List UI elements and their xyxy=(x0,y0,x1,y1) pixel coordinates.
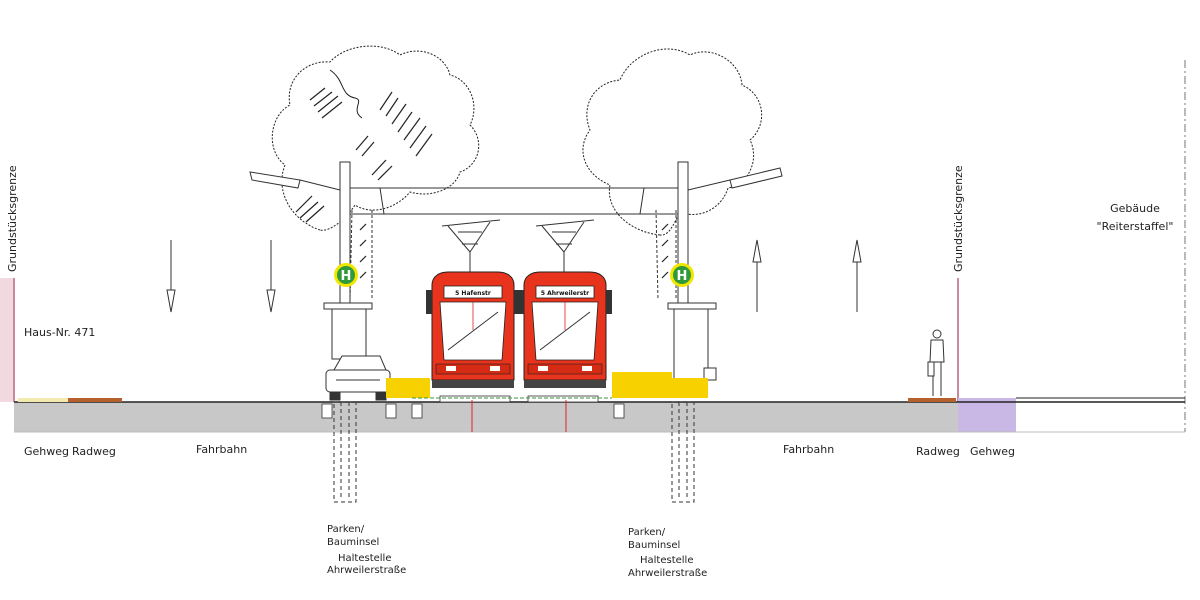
parken-right-line2: Bauminsel xyxy=(628,540,680,551)
platform-right xyxy=(612,378,708,398)
property-area-left xyxy=(0,278,14,402)
radweg-right-label: Radweg xyxy=(916,445,960,458)
house-number-label: Haus-Nr. 471 xyxy=(24,326,95,339)
parken-left-line2: Bauminsel xyxy=(327,537,379,548)
tram-left-destination: 5 Hafenstr xyxy=(455,290,491,297)
gehweg-left-label: Gehweg xyxy=(24,445,69,458)
road-surface xyxy=(14,402,958,432)
parken-right-line3: Haltestelle xyxy=(640,555,694,566)
tree-left xyxy=(271,45,480,301)
platform-left xyxy=(386,378,430,398)
catenary-structure xyxy=(249,161,783,311)
radweg-left-label: Radweg xyxy=(72,445,116,458)
shelter-right xyxy=(667,302,717,381)
stop-letter-right: H xyxy=(677,269,688,284)
foundations xyxy=(333,401,695,503)
building-name-line1: Gebäude xyxy=(1110,202,1160,215)
shelter-left xyxy=(323,302,373,360)
tram-tracks xyxy=(321,302,625,432)
bus-stop-sign-right: H xyxy=(670,263,694,287)
parken-left-line1: Parken/ xyxy=(327,524,365,535)
pedestrian-figure xyxy=(927,329,945,396)
bus-stop-sign-left: H xyxy=(334,263,358,287)
property-line-right: Grundstücksgrenze xyxy=(952,165,965,402)
property-line-left: Grundstücksgrenze xyxy=(0,165,19,402)
tram-right-destination: 5 Ahrweilerstr xyxy=(541,290,589,297)
tree-right xyxy=(582,48,763,301)
parked-car xyxy=(325,355,391,401)
parken-left-line4: Ahrweilerstraße xyxy=(327,565,406,576)
sidewalk-right-surface xyxy=(958,398,1016,432)
pantograph-right xyxy=(535,219,595,272)
stop-letter-left: H xyxy=(341,269,352,284)
grundstuecksgrenze-right-label: Grundstücksgrenze xyxy=(952,165,965,272)
radweg-left-strip xyxy=(68,398,122,402)
pantograph-left xyxy=(441,219,501,272)
radweg-right-strip xyxy=(908,398,956,402)
grundstuecksgrenze-left-label: Grundstücksgrenze xyxy=(6,165,19,272)
building-name-line2: "Reiterstaffel" xyxy=(1097,220,1174,233)
platform-right-ramp xyxy=(612,372,672,382)
fahrbahn-left-label: Fahrbahn xyxy=(196,443,247,456)
gehweg-right-label: Gehweg xyxy=(970,445,1015,458)
parken-right-line1: Parken/ xyxy=(628,527,666,538)
gehweg-left-strip xyxy=(18,398,68,402)
fahrbahn-right-label: Fahrbahn xyxy=(783,443,834,456)
parken-left-line3: Haltestelle xyxy=(338,553,392,564)
direction-arrows xyxy=(166,239,862,313)
parken-right-line4: Ahrweilerstraße xyxy=(628,568,707,579)
